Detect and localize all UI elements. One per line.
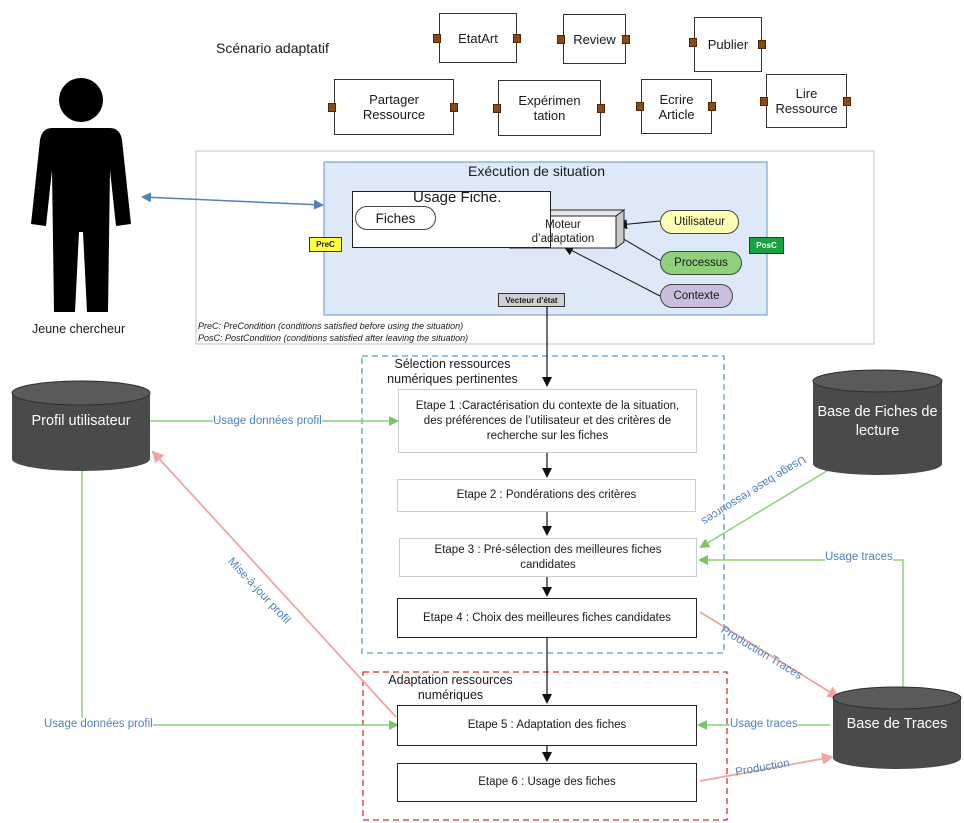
processus-label: Processus [674,257,728,269]
moteur-label: Moteur d’adaptation [531,219,595,245]
etape6-box[interactable]: Etape 6 : Usage des fiches [397,763,697,802]
port-icon [328,103,336,112]
service-ecrire-label: Ecrire Article [658,91,695,122]
fiches-lecture-cylinder [812,369,943,475]
service-publier-label: Publier [707,37,749,52]
adaptation-title: Adaptation ressources numériques [388,673,513,702]
traces-cylinder [832,686,962,769]
note-prec: PreC: PreCondition (conditions satisfied… [198,321,464,331]
contexte-pill[interactable]: Contexte [660,284,733,308]
traces-label: Base de Traces [846,716,948,732]
scenario-title: Scénario adaptatif [216,40,329,56]
service-ecrire-article[interactable]: Ecrire Article [641,79,712,134]
etape1-label: Etape 1 :Caractérisation du contexte de … [415,399,680,442]
port-icon [450,103,458,112]
fiches-pill[interactable]: Fiches [355,206,436,230]
usage-fiche-title: Usage Fiche. [413,189,502,206]
production-traces-arrow [699,611,840,699]
utilisateur-label: Utilisateur [673,216,726,228]
note-posc: PosC: PostCondition (conditions satisfie… [198,333,469,343]
posc-tag: PosC [749,237,784,254]
service-review[interactable]: Review [563,14,626,64]
production-arrow [699,752,834,782]
usage-profil-top-label: Usage données profil [213,415,322,427]
port-icon [513,34,521,43]
service-lire-label: Lire Ressource [775,86,838,116]
service-publier[interactable]: Publier [694,17,762,72]
mise-a-jour-arrow [151,450,397,718]
etape4-box[interactable]: Etape 4 : Choix des meilleures fiches ca… [397,598,697,638]
port-icon [597,104,605,113]
contexte-label: Contexte [673,290,720,302]
actor-link [141,192,324,210]
port-icon [557,35,565,44]
etape6-label: Etape 6 : Usage des fiches [478,776,616,788]
actor-label: Jeune chercheur [32,322,126,336]
usage-traces-1-label: Usage traces [825,551,893,563]
usage-traces-2-label: Usage traces [730,718,798,730]
port-icon [622,35,630,44]
usage-base-ressources-arrow [699,459,846,549]
etape4-label: Etape 4 : Choix des meilleures fiches ca… [422,611,672,624]
fiches-lecture-label: Base de Fiches de lecture [817,404,938,439]
port-icon [708,102,716,111]
service-review-label: Review [573,31,616,47]
utilisateur-to-moteur [617,219,661,230]
contexte-to-moteur [563,246,661,297]
adaptation-dashed-group [362,671,728,821]
execution-title: Exécution de situation [468,163,605,179]
usage-profil-bottom-arrow [81,470,399,730]
etape2-box[interactable]: Etape 2 : Pondérations des critères [397,479,696,512]
service-etatart[interactable]: EtatArt [439,13,517,63]
etape3-label: Etape 3 : Pré-sélection des meilleures f… [434,543,662,571]
port-icon [433,34,441,43]
processus-pill[interactable]: Processus [660,251,742,275]
port-icon [758,40,766,49]
fiches-label: Fiches [375,210,416,226]
actor-person-icon [31,78,131,312]
profil-cylinder [11,380,151,471]
usage-profil-bottom-label: Usage données profil [44,718,153,730]
selection-title: Sélection ressources numériques pertinen… [387,357,518,386]
service-experimentation-label: Expérimen tation [518,93,581,123]
etape3-box[interactable]: Etape 3 : Pré-sélection des meilleures f… [399,538,697,577]
usage-traces-1-arrow [698,555,904,690]
utilisateur-pill[interactable]: Utilisateur [660,210,739,234]
service-etatart-label: EtatArt [458,30,498,46]
service-experimentation[interactable]: Expérimen tation [498,80,601,136]
execution-outer-frame [195,150,875,345]
port-icon [760,97,768,106]
vecteur-tag: Vecteur d'état [498,293,565,307]
prec-tag: PreC [309,237,342,252]
port-icon [636,102,644,111]
etape5-box[interactable]: Etape 5 : Adaptation des fiches [397,705,697,746]
etape2-label: Etape 2 : Pondérations des critères [456,489,637,501]
selection-dashed-group [361,355,725,654]
port-icon [689,38,697,47]
etape1-box[interactable]: Etape 1 :Caractérisation du contexte de … [398,389,697,453]
service-partager[interactable]: Partager Ressource [334,79,454,135]
port-icon [843,97,851,106]
etape5-label: Etape 5 : Adaptation des fiches [467,719,627,731]
service-partager-label: Partager Ressource [362,92,426,122]
profil-label: Profil utilisateur [31,413,131,429]
service-lire-ressource[interactable]: Lire Ressource [766,74,847,128]
port-icon [493,104,501,113]
